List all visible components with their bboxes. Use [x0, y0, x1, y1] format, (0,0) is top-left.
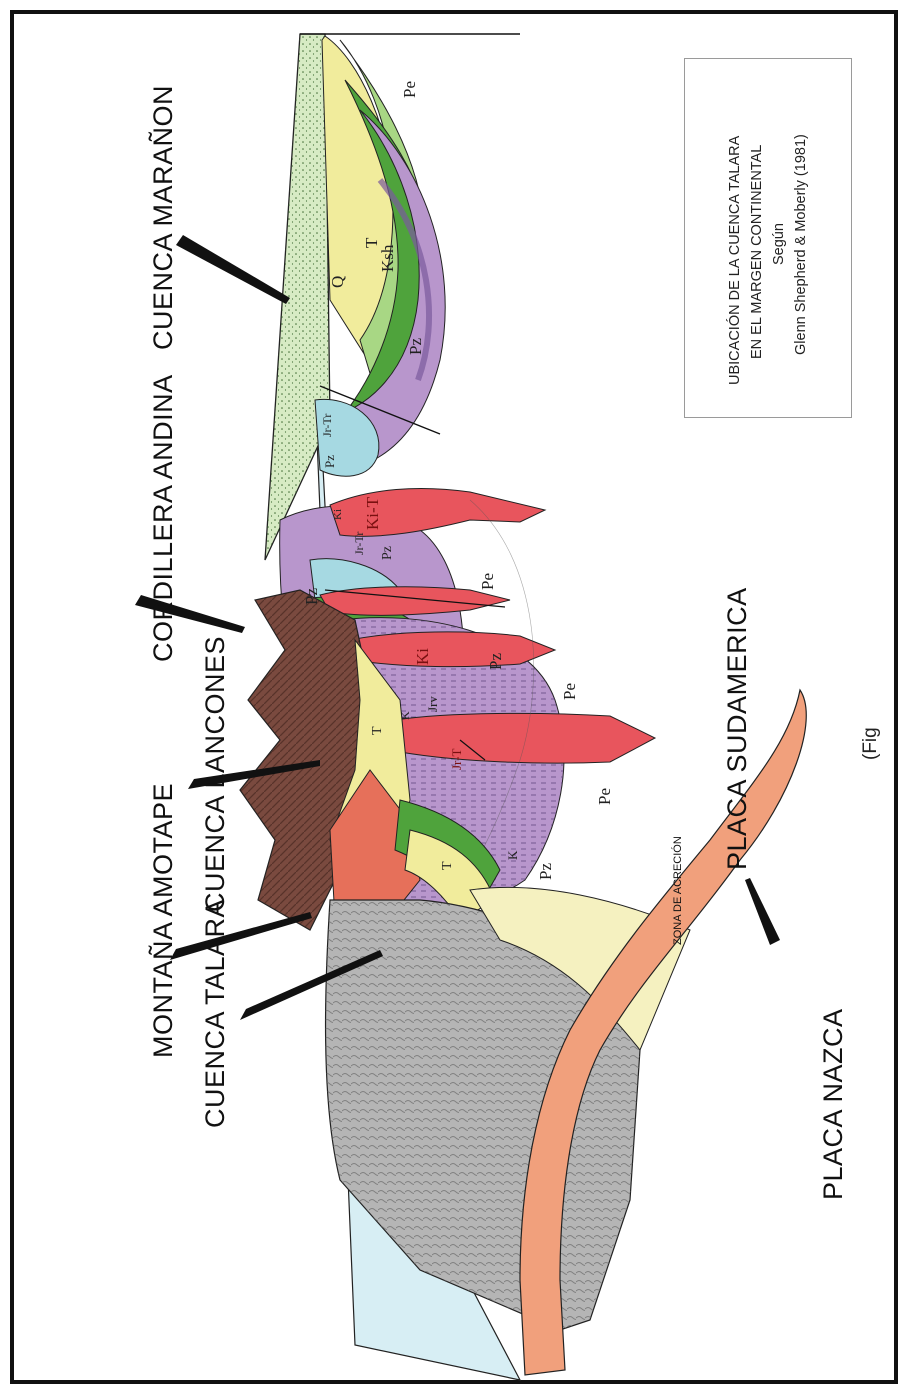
unit-pz-3: Pz: [380, 546, 396, 560]
unit-pz-2: Pz: [322, 455, 338, 468]
label-zona-acrecion: ZONA DE ACRECIÓN: [672, 836, 684, 945]
unit-t-2: T: [370, 726, 386, 735]
unit-pe-4: Pe: [595, 788, 615, 805]
unit-ki-t-2: Ki: [332, 509, 344, 520]
unit-jrtr-1: Jr-Tr: [320, 414, 335, 437]
credit-line-3: Según: [771, 223, 787, 265]
intrusion-2: [320, 587, 510, 616]
unit-pe-2: Pe: [478, 573, 498, 590]
credit-line-4: Glenn Shepherd & Moberly (1981): [793, 134, 809, 355]
label-placa-nazca: PLACA NAZCA: [818, 1008, 849, 1200]
unit-ki-t-1: Ki-T: [363, 497, 383, 530]
intrusion-3: [350, 632, 555, 667]
label-cuenca-talara: CUENCA TALARA: [200, 899, 231, 1128]
unit-pz-6: Pz: [536, 863, 556, 880]
arrow-maranon: [176, 235, 290, 304]
label-fig: (Fig: [860, 727, 882, 760]
unit-pe-3: Pe: [560, 683, 580, 700]
unit-pz-5: Pz: [486, 653, 506, 670]
unit-k-2: K: [505, 851, 521, 860]
arrow-nazca: [745, 878, 780, 945]
label-montana-amotape: MONTAÑA AMOTAPE: [148, 783, 179, 1058]
label-placa-sudamerica: PLACA SUDAMERICA: [722, 587, 753, 870]
credit-line-1: UBICACIÓN DE LA CUENCA TALARA: [727, 136, 743, 385]
unit-pe-1: Pe: [400, 81, 420, 98]
arrow-amotape: [170, 912, 312, 960]
unit-pz-1: Pz: [406, 338, 426, 355]
label-cordillera-andina: CORDILLERA ANDINA: [148, 374, 179, 662]
credit-line-2: EN EL MARGEN CONTINENTAL: [749, 145, 765, 359]
unit-k-1: K: [398, 711, 413, 720]
unit-q: Q: [328, 276, 348, 288]
credit-box: UBICACIÓN DE LA CUENCA TALARA EN EL MARG…: [684, 58, 852, 418]
intrusion-4: [395, 713, 655, 763]
label-cuenca-maranon: CUENCA MARAÑON: [148, 85, 179, 350]
unit-jrv: Jrv: [425, 696, 441, 712]
unit-ksh: Ksh: [378, 245, 398, 272]
label-cuenca-lancones: CUENCA LANCONES: [200, 636, 231, 912]
unit-pz-4: Pz: [302, 588, 322, 605]
unit-t-3: T: [440, 861, 456, 870]
unit-jrtr-2: Jr-Tr: [352, 532, 367, 555]
unit-ki: Ki: [413, 648, 433, 665]
unit-jr-t: Jr-T: [449, 749, 465, 770]
